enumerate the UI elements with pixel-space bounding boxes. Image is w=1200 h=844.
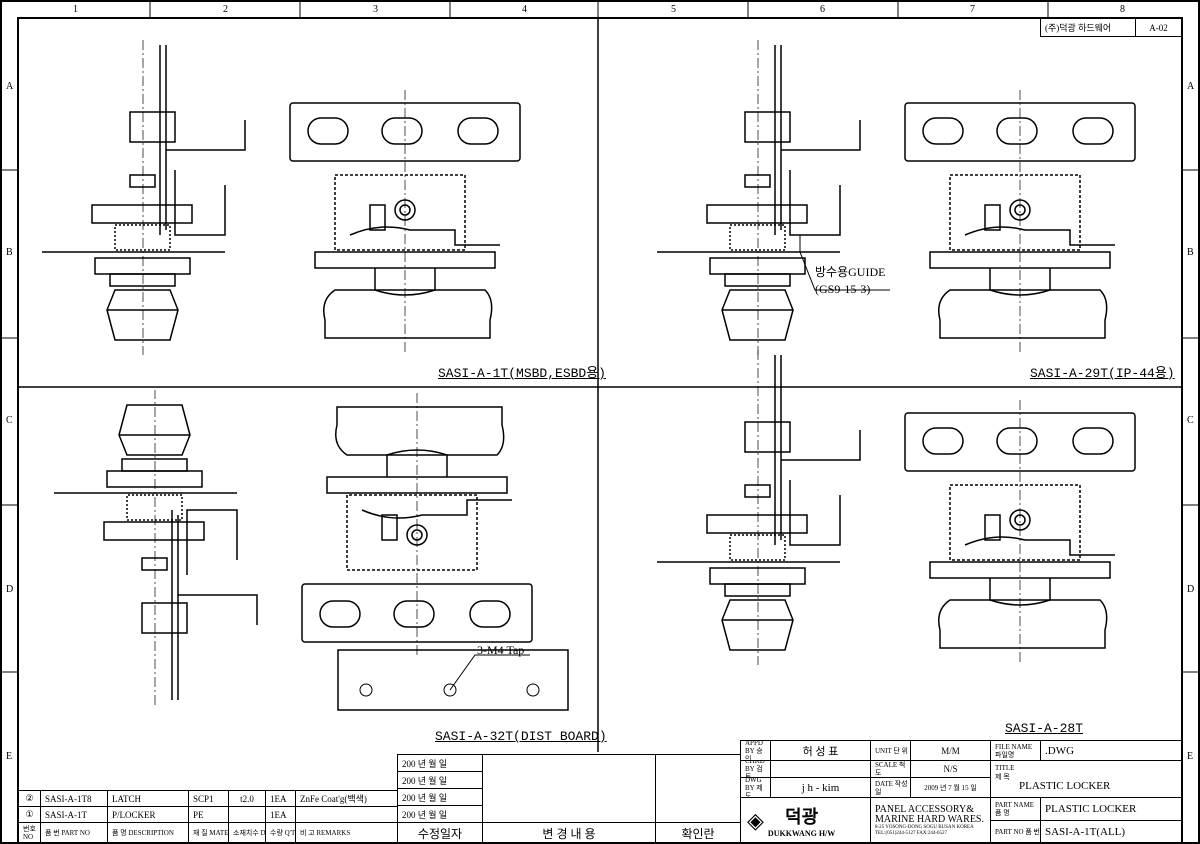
- view-sasi-a-29t: [656, 39, 1136, 356]
- view-label-1: SASI-A-1T(MSBD,ESBD용): [438, 366, 606, 381]
- tap-note: 3-M4 Tap: [477, 643, 525, 657]
- sheet-number: A-02: [1135, 18, 1182, 37]
- view-sasi-a-28t: [656, 349, 1136, 666]
- guide-part-no: (GS9-15-3): [815, 282, 871, 296]
- guide-note: 방수용GUIDE: [815, 265, 886, 279]
- logo-diamond-icon: ◈: [747, 807, 764, 833]
- view-label-2: SASI-A-29T(IP-44용): [1030, 366, 1175, 381]
- drawing-title: PLASTIC LOCKER: [1019, 780, 1111, 792]
- view-label-4: SASI-A-28T: [1005, 721, 1084, 736]
- view-sasi-a-1t: [41, 39, 521, 356]
- view-sasi-a-32t: [53, 389, 569, 711]
- company-logo: ◈ 덕광 DUKKWANG H/W: [740, 797, 871, 844]
- view-label-3: SASI-A-32T(DIST BOARD): [435, 729, 607, 744]
- company-tag: (주)덕광 하드웨어: [1040, 18, 1136, 37]
